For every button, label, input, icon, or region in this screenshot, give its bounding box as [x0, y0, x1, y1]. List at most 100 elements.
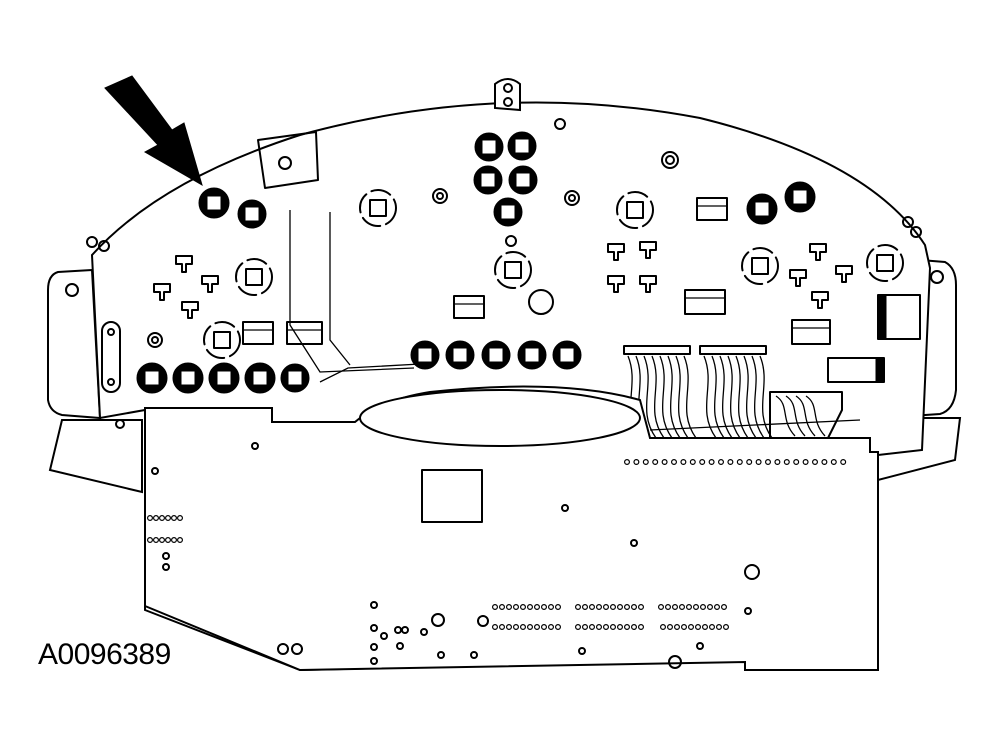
pin-hole [657, 603, 664, 610]
pin-hole [533, 623, 540, 630]
pin-hole [630, 603, 637, 610]
pin-hole [554, 603, 561, 610]
upper-slot-bracket [257, 131, 319, 189]
pin-hole [595, 603, 602, 610]
pin-hole [499, 603, 506, 610]
pin-hole [666, 623, 673, 630]
pin-hole [713, 603, 720, 610]
pin-hole [678, 603, 685, 610]
pin-hole [533, 603, 540, 610]
pin-hole [661, 459, 668, 466]
pin-hole [177, 514, 184, 521]
pin-hole [633, 459, 640, 466]
pin-hole [783, 459, 790, 466]
pin-hole [727, 459, 734, 466]
pin-hole [623, 623, 630, 630]
pin-hole [736, 459, 743, 466]
pin-hole [602, 603, 609, 610]
pin-hole [652, 459, 659, 466]
pin-hole [506, 603, 513, 610]
pin-hole [680, 623, 687, 630]
pin-hole [722, 623, 729, 630]
pin-hole [793, 459, 800, 466]
pin-hole [153, 514, 160, 521]
pin-hole [526, 603, 533, 610]
pin-hole [602, 623, 609, 630]
pin-hole [147, 536, 154, 543]
left-edge-slot [101, 321, 121, 393]
pin-hole [701, 623, 708, 630]
pin-hole [492, 623, 499, 630]
pin-hole [171, 514, 178, 521]
pin-hole [670, 459, 677, 466]
pin-hole [588, 623, 595, 630]
pin-hole [755, 459, 762, 466]
pin-hole [526, 623, 533, 630]
pin-hole [764, 459, 771, 466]
pin-hole [811, 459, 818, 466]
pin-hole [802, 459, 809, 466]
pointer-arrow [104, 75, 203, 187]
pin-hole [506, 623, 513, 630]
left-mounting-ear [47, 268, 143, 494]
pin-hole [642, 459, 649, 466]
pin-hole [840, 459, 847, 466]
pin-hole [616, 603, 623, 610]
pin-hole [680, 459, 687, 466]
pin-hole [147, 514, 154, 521]
pin-hole [595, 623, 602, 630]
pin-hole [699, 603, 706, 610]
pin-hole [581, 603, 588, 610]
pin-hole [588, 603, 595, 610]
figure-id-label: A0096389 [38, 638, 171, 671]
pin-hole [574, 623, 581, 630]
pin-hole [581, 623, 588, 630]
connector-chip [242, 197, 921, 383]
pin-hole [609, 603, 616, 610]
pin-hole [159, 514, 166, 521]
pin-hole [165, 514, 172, 521]
pin-hole [715, 623, 722, 630]
pin-hole [512, 623, 519, 630]
pin-hole [673, 623, 680, 630]
pin-hole [623, 603, 630, 610]
pin-hole [165, 536, 172, 543]
pin-hole [685, 603, 692, 610]
pin-hole [821, 459, 828, 466]
top-mounting-tab [494, 78, 521, 112]
pin-hole [499, 623, 506, 630]
bulb-socket [136, 131, 816, 394]
pin-hole [623, 459, 630, 466]
pin-hole [637, 603, 644, 610]
pin-hole [159, 536, 166, 543]
pin-hole [609, 623, 616, 630]
pin-hole [547, 603, 554, 610]
pin-hole [692, 603, 699, 610]
pin-hole [830, 459, 837, 466]
pin-hole [687, 623, 694, 630]
pin-hole [519, 623, 526, 630]
pin-hole [671, 603, 678, 610]
pin-hole [554, 623, 561, 630]
pin-hole [637, 623, 644, 630]
pin-hole [720, 603, 727, 610]
pin-hole [659, 623, 666, 630]
pin-hole [746, 459, 753, 466]
pin-header-rows [147, 459, 847, 630]
component-clip [153, 241, 853, 319]
pin-hole [689, 459, 696, 466]
pin-hole [492, 603, 499, 610]
pin-hole [153, 536, 160, 543]
pin-hole [540, 603, 547, 610]
pin-hole [694, 623, 701, 630]
board-divider-lines [289, 210, 421, 383]
pin-hole [540, 623, 547, 630]
pin-hole [177, 536, 184, 543]
pin-hole [574, 603, 581, 610]
pin-hole [717, 459, 724, 466]
bayonet-socket [203, 189, 904, 359]
pin-hole [547, 623, 554, 630]
pin-hole [706, 603, 713, 610]
pin-hole [708, 459, 715, 466]
